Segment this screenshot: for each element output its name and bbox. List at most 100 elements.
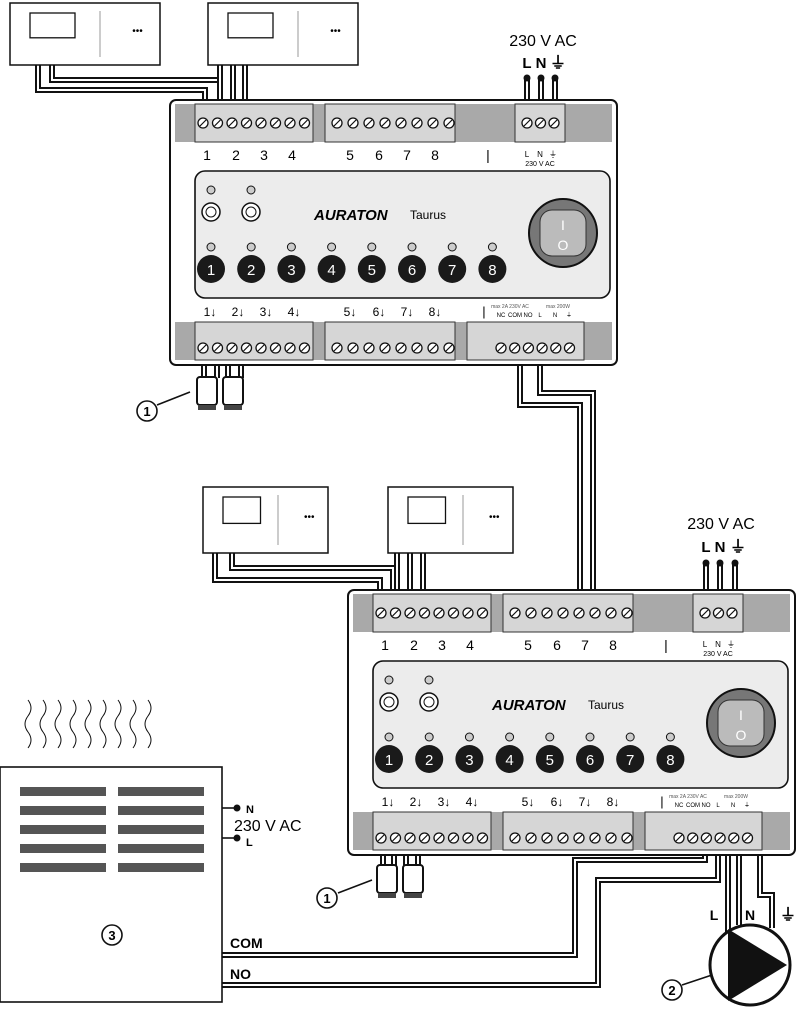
zone-button-label: 8 — [488, 262, 496, 279]
zone-led — [286, 242, 296, 252]
thermostat-display — [29, 12, 76, 39]
screw-slot — [445, 119, 453, 127]
zone-button-8 — [656, 745, 685, 773]
zone-led — [384, 732, 394, 742]
room-thermostat-1: ••• — [9, 2, 161, 66]
screw-slot — [392, 834, 399, 842]
screw-slot — [607, 834, 615, 842]
power-label-top: 230 V AC — [509, 33, 577, 50]
screw-slot — [429, 344, 437, 352]
power-terminal-label: N — [537, 150, 543, 159]
zone-button-label: 2 — [247, 262, 255, 279]
screw-slot — [199, 344, 207, 352]
pump-wire — [757, 850, 775, 928]
relay-caption: max 2A 230V AC — [669, 794, 707, 800]
screw-slot — [301, 344, 308, 352]
brand-logo: AURATON — [313, 207, 389, 224]
zone-button-label: 3 — [287, 262, 295, 279]
menu-dots-icon: ••• — [132, 26, 143, 37]
boiler-n-label: N — [246, 804, 254, 816]
zone-terminal-label: 7 — [581, 637, 589, 653]
screw-slot — [429, 119, 437, 127]
zone-led — [505, 732, 515, 742]
screw-slot — [715, 609, 722, 617]
output-label: 2↓ — [410, 795, 423, 809]
zone-led — [585, 732, 595, 742]
power-caption: 230 V AC — [525, 161, 555, 168]
zone-button-4 — [317, 255, 346, 283]
heat-wave-icon — [129, 699, 137, 749]
separator: | — [482, 304, 485, 319]
zone-button-7 — [438, 255, 467, 283]
zone-button-label: 3 — [465, 752, 473, 769]
screw-slot — [445, 344, 453, 352]
no-wire — [222, 850, 721, 988]
terminal-dot — [537, 74, 545, 82]
wire — [517, 360, 583, 602]
screw-slot — [349, 344, 357, 352]
zone-button-5 — [357, 255, 386, 283]
thermostat-display — [407, 496, 447, 525]
zone-terminal-label: 1 — [203, 147, 211, 163]
power-switch-rocker — [539, 209, 587, 257]
output-label: 7↓ — [401, 305, 414, 319]
terminal-dot — [523, 74, 531, 82]
boiler-supply-label: 230 V AC — [234, 818, 302, 835]
screw-slot — [559, 609, 567, 617]
screw-slot — [511, 834, 519, 842]
heat-wave-icon — [69, 699, 77, 749]
output-label: 6↓ — [551, 795, 564, 809]
terminal-block-out-5-8 — [324, 321, 456, 361]
output-label: 7↓ — [579, 795, 592, 809]
separator: | — [660, 794, 663, 809]
screw-slot — [523, 119, 531, 127]
screw-slot — [511, 609, 519, 617]
zone-terminal-label: 1 — [381, 637, 389, 653]
zone-terminal-label: 8 — [431, 147, 439, 163]
zone-button-1 — [197, 255, 225, 283]
zone-terminal-label: 6 — [375, 147, 383, 163]
boiler-fin — [118, 844, 204, 853]
heat-wave-icon — [54, 699, 62, 749]
power-switch-rocker — [717, 699, 765, 747]
zone-terminal-label: 5 — [346, 147, 354, 163]
actuator-connector-grip — [198, 405, 216, 410]
ground-icon: ⏚ — [730, 538, 746, 556]
screw-slot — [406, 609, 414, 617]
terminal-dot — [731, 559, 739, 567]
no-wire-core — [222, 850, 719, 986]
relay-terminal-label: NO — [524, 313, 533, 319]
output-label: 1↓ — [382, 795, 395, 809]
boiler-fin — [20, 787, 106, 796]
zone-button-label: 8 — [666, 752, 674, 769]
zone-button-7 — [616, 745, 645, 773]
pump-wire-core — [759, 850, 773, 928]
relay-terminal-label: COM — [508, 313, 522, 319]
terminal-block-out-1-4 — [194, 321, 314, 361]
zone-terminal-label: 4 — [288, 147, 296, 163]
output-label: 3↓ — [438, 795, 451, 809]
relay-terminal-label: L — [716, 803, 720, 809]
boiler-com-label: COM — [230, 935, 263, 951]
power-label-bottom: 230 V AC — [687, 516, 755, 533]
screw-slot — [377, 834, 385, 842]
led — [384, 675, 394, 685]
power-caption: 230 V AC — [703, 651, 733, 658]
boiler-fin — [118, 787, 204, 796]
zone-button-label: 5 — [546, 752, 554, 769]
screw-slot — [675, 834, 683, 842]
screw-slot — [450, 834, 457, 842]
zone-terminal-label: 4 — [466, 637, 474, 653]
screw-slot — [730, 834, 738, 842]
pump-arrow-icon — [728, 929, 787, 1001]
screw-slot — [272, 119, 279, 127]
callout-circle — [136, 400, 158, 422]
callout-circle — [661, 979, 683, 1001]
terminal-dot — [233, 804, 241, 812]
screw-slot — [543, 609, 551, 617]
output-label: 6↓ — [373, 305, 386, 319]
terminal-dot — [716, 559, 724, 567]
pump-caption: max 200W — [546, 304, 570, 310]
play-icon — [423, 696, 435, 708]
zone-terminal-label: 3 — [260, 147, 268, 163]
